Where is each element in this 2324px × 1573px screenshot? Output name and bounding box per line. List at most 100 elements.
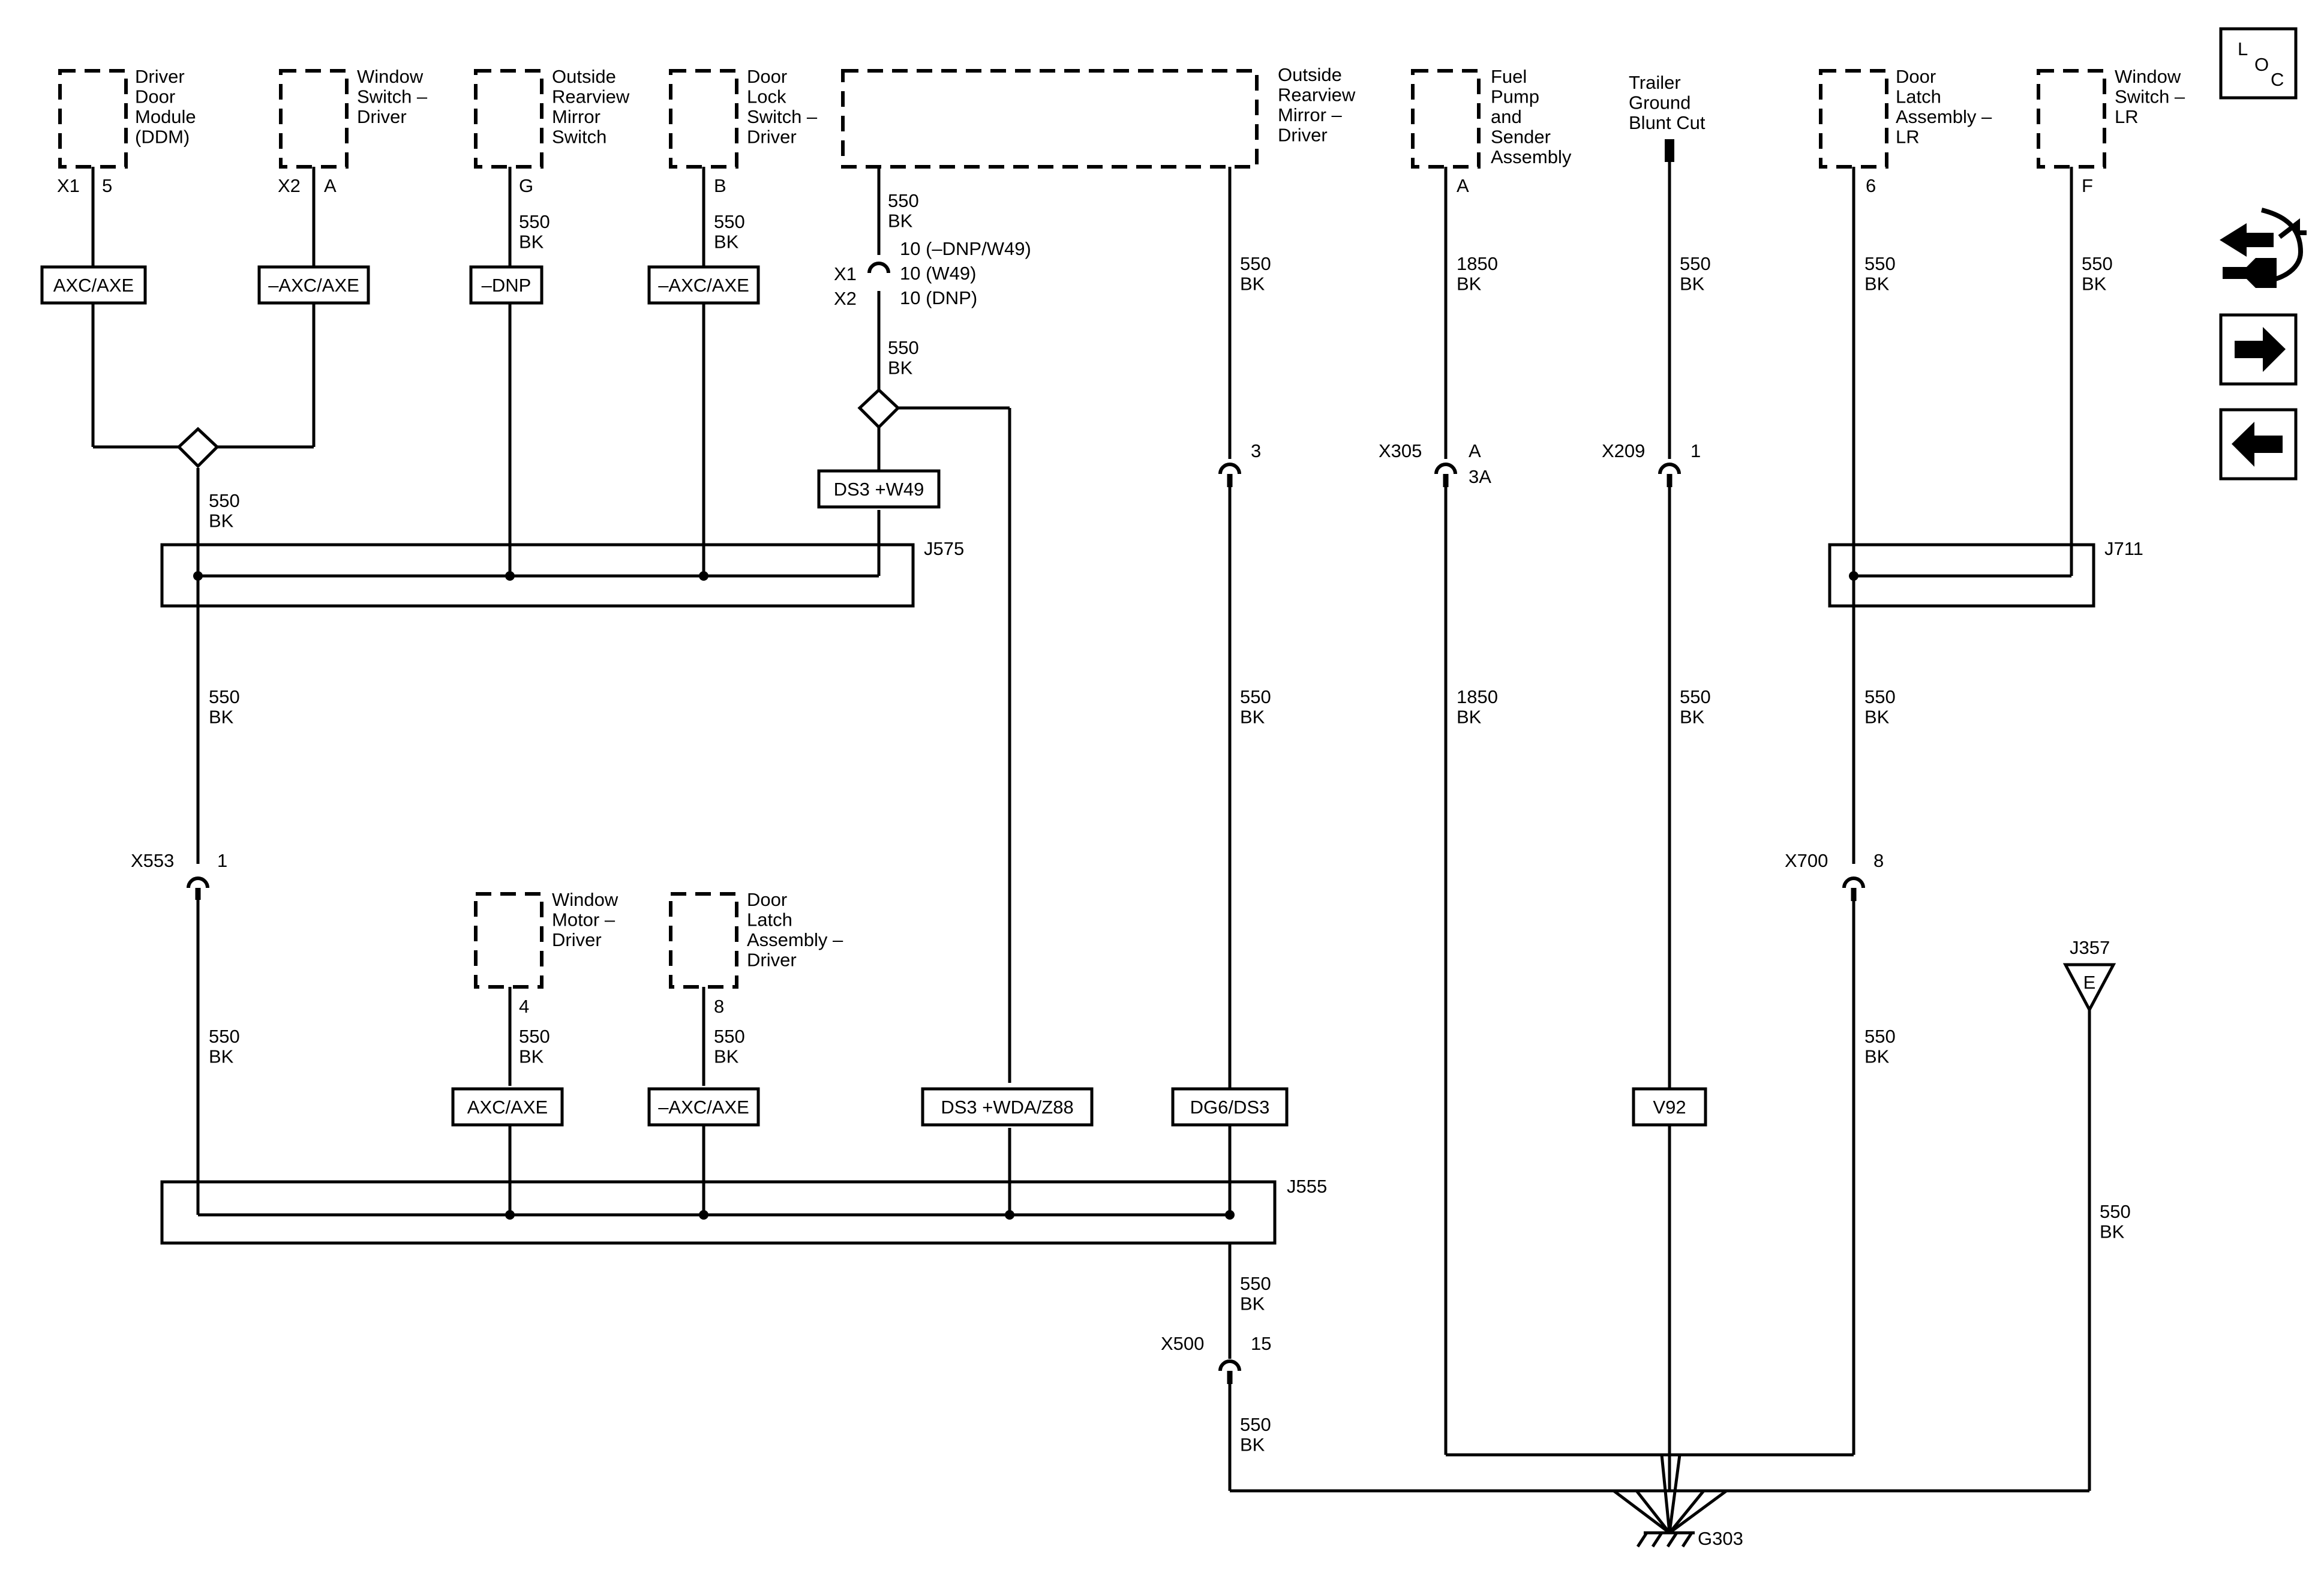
connector-x553-name: X553 [131,850,174,871]
mirror-connector-line1: 10 (–DNP/W49) [900,238,1031,259]
connector-x553-pin: 1 [217,850,227,871]
block-j555-label: J555 [1287,1176,1327,1197]
option-door-latch-driver-label: –AXC/AXE [658,1097,749,1118]
block-j575: J575 [160,538,964,608]
mirror-connector: X1 X2 10 (–DNP/W49) 10 (W49) 10 (DNP) [834,238,1031,309]
option-splice2: DS3 +W49 [817,469,941,509]
door-lock-pin-label: B [714,175,726,196]
option-ds3-wda: DS3 +WDA/Z88 [921,1087,1094,1127]
connector-x209: X209 1 [1602,440,1701,475]
splice-ddm [176,427,220,469]
block-j711-label: J711 [2104,538,2143,559]
ground-g303: G303 [1230,1453,2089,1549]
wsd-pin-label: A [324,175,337,196]
option-mirror-driver-label: DG6/DS3 [1190,1097,1270,1118]
option-mirror-switch-label: –DNP [482,275,532,296]
connector-mirror-inline: 3 [1218,440,1261,475]
wsd-connector-label: X2 [278,175,301,196]
option-door-lock-label: –AXC/AXE [658,275,749,296]
ground-g303-label: G303 [1698,1528,1743,1549]
connector-x305-pin2: 3A [1469,466,1491,487]
block-j711: J711 [1828,538,2143,608]
block-j357-pin: E [2083,972,2096,993]
connector-x553: X553 1 [131,850,227,888]
connector-x209-pin: 1 [1691,440,1701,461]
connector-x500-pin: 15 [1251,1333,1271,1354]
mirror-connector-line2: 10 (W49) [900,263,976,284]
connector-x700: X700 8 [1785,850,1884,888]
prev-button[interactable] [2219,408,2298,481]
option-mirror-switch: –DNP [469,265,544,305]
loc-icon-o: O [2254,54,2269,75]
loc-icon-l: L [2238,38,2248,59]
connector-x500: X500 15 [1161,1333,1271,1371]
next-button[interactable] [2219,313,2298,386]
connector-x700-pin: 8 [1873,850,1884,871]
option-splice2-label: DS3 +W49 [834,479,924,500]
window-switch-lr-pin-label: F [2082,175,2093,196]
fuel-pump-pin-label: A [1457,175,1469,196]
connector-x305-pin: A [1469,440,1481,461]
connector-x209-name: X209 [1602,440,1645,461]
door-latch-lr-pin-label: 6 [1866,175,1876,196]
ddm-pin-label: 5 [102,175,112,196]
option-wsd-label: –AXC/AXE [268,275,359,296]
splice-mirror [857,388,900,430]
connector-x700-name: X700 [1785,850,1828,871]
option-trailer-label: V92 [1653,1097,1686,1118]
ddm-connector-label: X1 [57,175,80,196]
option-ds3-wda-label: DS3 +WDA/Z88 [941,1097,1073,1118]
block-j357-label: J357 [2070,937,2110,958]
option-window-motor: AXC/AXE [451,1087,564,1127]
loc-icon-c: C [2271,69,2284,90]
loc-button[interactable]: L O C [2219,27,2298,100]
block-j575-label: J575 [924,538,964,559]
mirror-connector-x1: X1 [834,263,857,284]
option-wsd: –AXC/AXE [257,265,370,305]
option-window-motor-label: AXC/AXE [467,1097,548,1118]
harness-symbols-icon[interactable] [2220,208,2307,288]
option-door-latch-driver: –AXC/AXE [647,1087,760,1127]
mirror-switch-pin-label: G [519,175,533,196]
block-j555: J555 [160,1176,1327,1245]
